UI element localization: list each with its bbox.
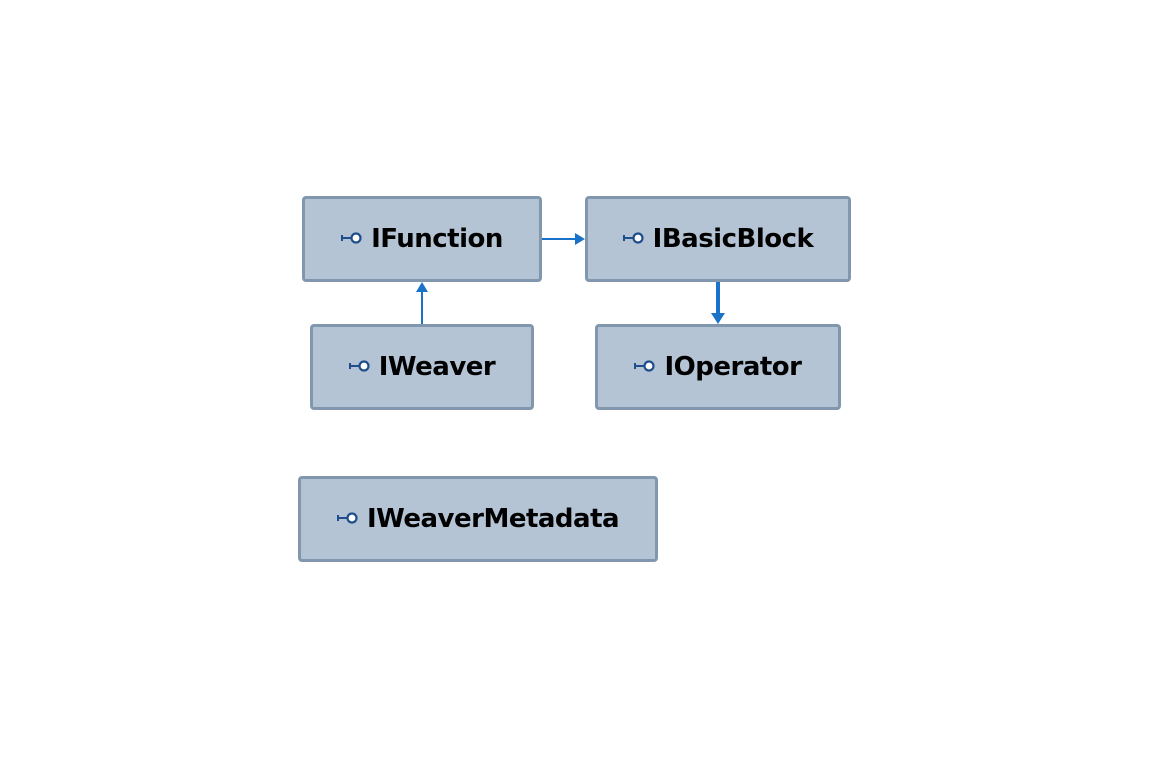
edge-iweaver-to-ifunction: [416, 282, 428, 324]
edge-ifunction-to-ibasicblock: [542, 233, 585, 245]
interface-icon: [336, 511, 359, 525]
node-ifunction[interactable]: IFunction: [302, 196, 542, 282]
interface-icon: [622, 231, 645, 245]
node-ibasicblock[interactable]: IBasicBlock: [585, 196, 851, 282]
node-label: IWeaver: [378, 352, 496, 382]
node-ioperator[interactable]: IOperator: [595, 324, 841, 410]
node-iweaver[interactable]: IWeaver: [310, 324, 534, 410]
node-label: IBasicBlock: [652, 224, 814, 254]
node-iweavermetadata[interactable]: IWeaverMetadata: [298, 476, 658, 562]
interface-icon: [341, 231, 363, 245]
edge-ibasicblock-to-ioperator: [711, 282, 725, 324]
interface-icon: [348, 359, 371, 373]
node-label: IOperator: [664, 352, 802, 382]
interface-icon: [634, 359, 656, 373]
node-label: IFunction: [371, 224, 503, 254]
node-label: IWeaverMetadata: [366, 504, 620, 534]
